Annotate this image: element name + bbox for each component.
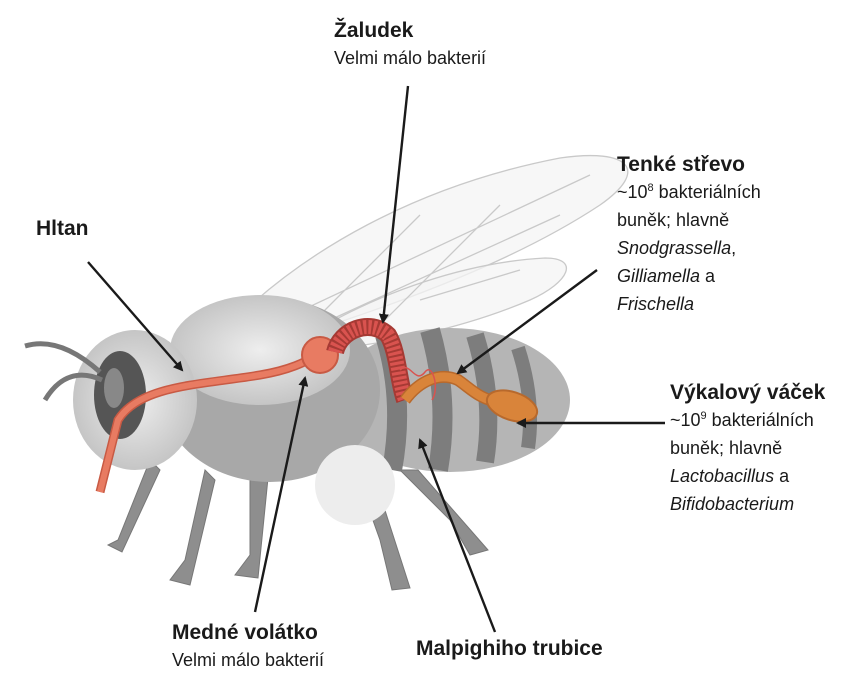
label-title: Tenké střevo <box>617 152 761 178</box>
label-title: Hltan <box>36 216 89 242</box>
label-line: ~108 bakteriálních <box>617 178 761 206</box>
label-line: Lactobacillus a <box>670 462 825 490</box>
pollen-basket <box>315 445 395 525</box>
label-title: Žaludek <box>334 18 486 44</box>
label-malpighiho-trubice: Malpighiho trubice <box>416 636 603 662</box>
label-title: Výkalový váček <box>670 380 825 406</box>
label-desc: Velmi málo bakterií <box>334 44 486 72</box>
label-tenke-strevo: Tenké střevo ~108 bakteriálních buněk; h… <box>617 152 761 318</box>
label-medne-volatko: Medné volátko Velmi málo bakterií <box>172 620 324 674</box>
label-line: Snodgrassella, <box>617 234 761 262</box>
label-line: ~109 bakteriálních <box>670 406 825 434</box>
label-line: buněk; hlavně <box>670 434 825 462</box>
label-line: buněk; hlavně <box>617 206 761 234</box>
label-vykalovy-vacek: Výkalový váček ~109 bakteriálních buněk;… <box>670 380 825 518</box>
label-title: Malpighiho trubice <box>416 636 603 662</box>
label-line: Gilliamella a <box>617 262 761 290</box>
label-hltan: Hltan <box>36 216 89 242</box>
label-title: Medné volátko <box>172 620 324 646</box>
label-line: Bifidobacterium <box>670 490 825 518</box>
label-desc: Velmi málo bakterií <box>172 646 324 674</box>
label-zaludek: Žaludek Velmi málo bakterií <box>334 18 486 72</box>
legs <box>108 460 488 590</box>
label-line: Frischella <box>617 290 761 318</box>
